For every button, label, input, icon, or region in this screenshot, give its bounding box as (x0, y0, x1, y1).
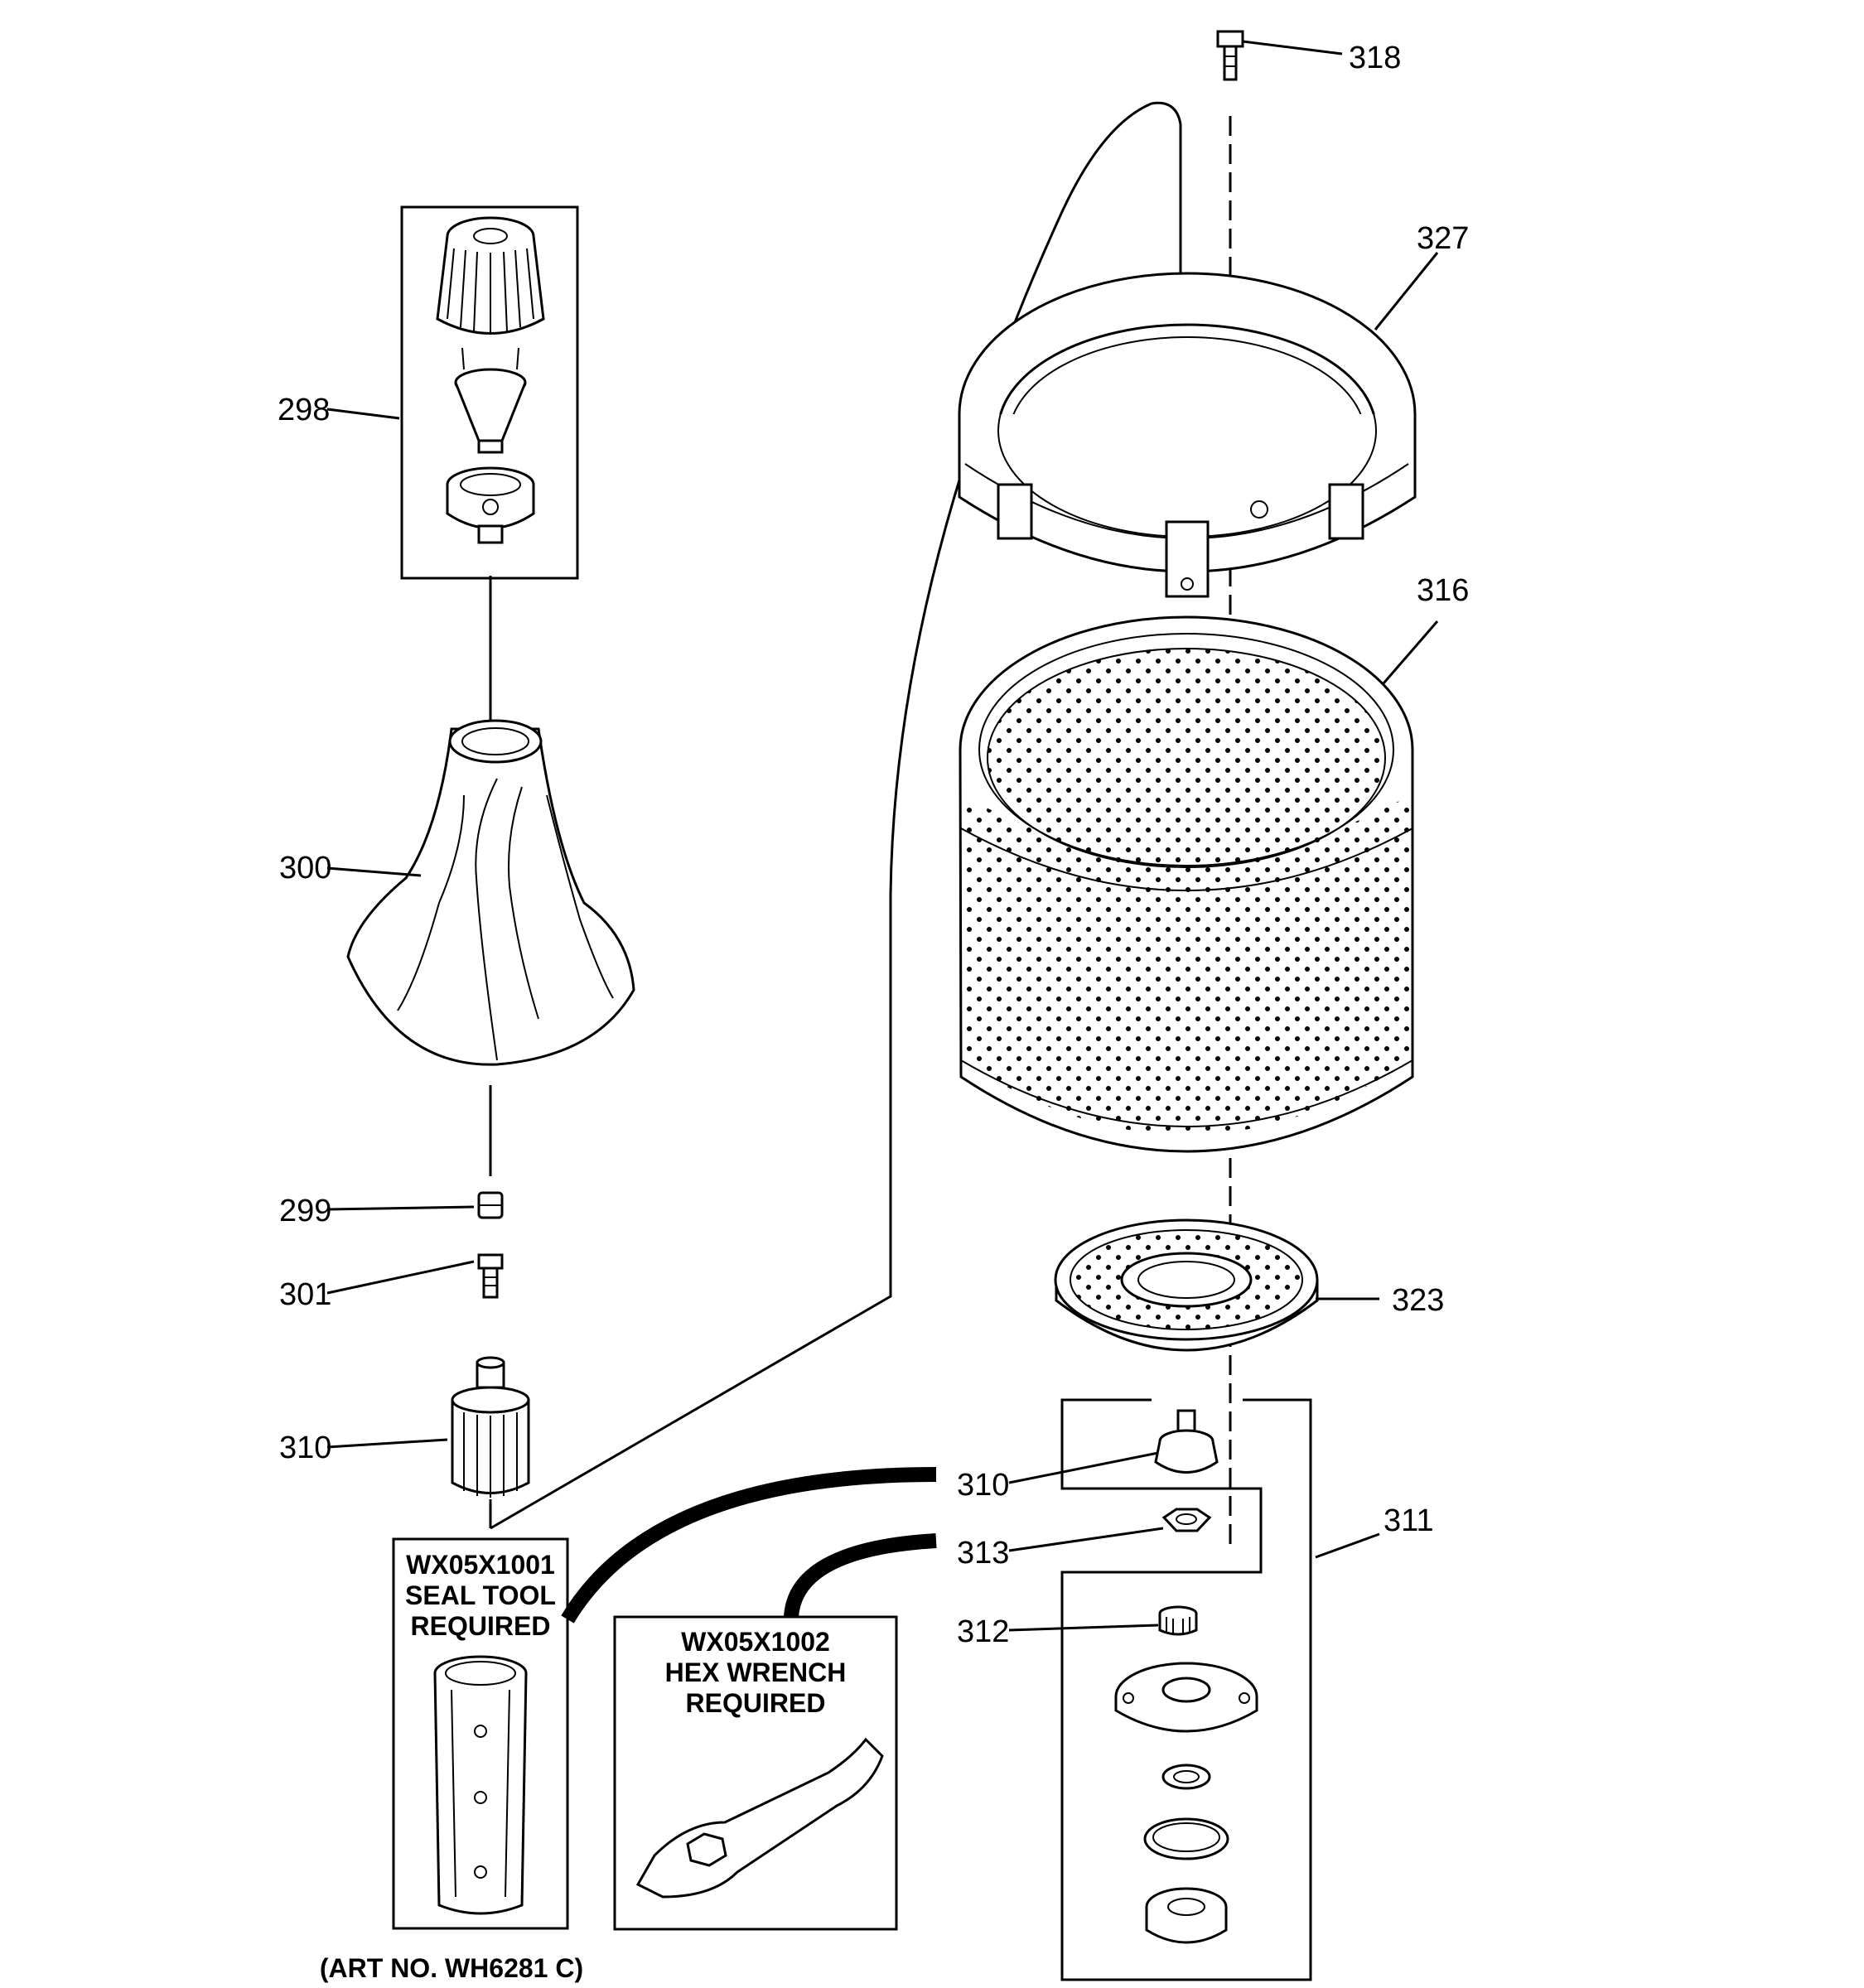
callout-316: 316 (1417, 573, 1469, 608)
seal-assembly-bracket (1060, 1398, 1312, 1981)
art-number: (ART NO. WH6281 C) (320, 1953, 583, 1983)
dispenser-base (446, 466, 535, 544)
callout-299: 299 (279, 1194, 331, 1228)
outer-seal-ring (1143, 1817, 1229, 1860)
bottom-seal-cup (1145, 1887, 1228, 1944)
spanner-nut (1161, 1508, 1212, 1532)
callout-310-left: 310 (279, 1431, 331, 1465)
agitator-bolt (477, 1253, 504, 1299)
seal-tool-required: REQUIRED (411, 1611, 551, 1641)
seal-tool-icon (433, 1655, 528, 1915)
hex-wrench-part-number: WX05X1002 (681, 1627, 830, 1657)
fabric-softener-cap (436, 216, 545, 335)
callout-323: 323 (1392, 1283, 1444, 1318)
bearing-housing (1114, 1662, 1258, 1733)
callout-310-right: 310 (957, 1468, 1009, 1503)
agitator-nut (477, 1191, 504, 1219)
agitator (346, 719, 635, 1066)
leader-lines (326, 40, 1439, 1632)
agitator-cap-assembly (400, 205, 579, 580)
callout-300: 300 (279, 851, 331, 885)
callout-311: 311 (1384, 1503, 1434, 1538)
tub-cover-bolt (1216, 30, 1244, 81)
hub-bearing (1158, 1605, 1198, 1636)
basket-drive-hub (1054, 1218, 1319, 1352)
dispenser-funnel (454, 347, 527, 454)
seal-tool-part-number: WX05X1001 (406, 1550, 555, 1580)
callout-298: 298 (278, 393, 330, 427)
hex-wrench-box: WX05X1002 HEX WRENCH REQUIRED (613, 1615, 898, 1931)
hex-wrench-required: REQUIRED (686, 1688, 826, 1718)
callout-313: 313 (957, 1536, 1009, 1571)
seal-tool-box: WX05X1001 SEAL TOOL REQUIRED (392, 1537, 569, 1930)
hex-wrench-name: HEX WRENCH (665, 1657, 847, 1687)
hex-wrench-icon (635, 1737, 884, 1899)
tub-seal (1154, 1409, 1219, 1474)
balance-ring (958, 272, 1417, 598)
callout-301: 301 (279, 1277, 331, 1312)
hex-wrench-pointer (784, 1533, 937, 1618)
callout-312: 312 (957, 1614, 1009, 1649)
wash-basket (959, 615, 1414, 1153)
callout-327: 327 (1417, 221, 1469, 256)
agitator-drive-coupling (451, 1356, 530, 1498)
seal-tool-name: SEAL TOOL (405, 1580, 556, 1610)
callout-318: 318 (1349, 41, 1401, 75)
seal-tool-pointer (561, 1467, 937, 1624)
inner-seal-ring (1161, 1764, 1211, 1790)
